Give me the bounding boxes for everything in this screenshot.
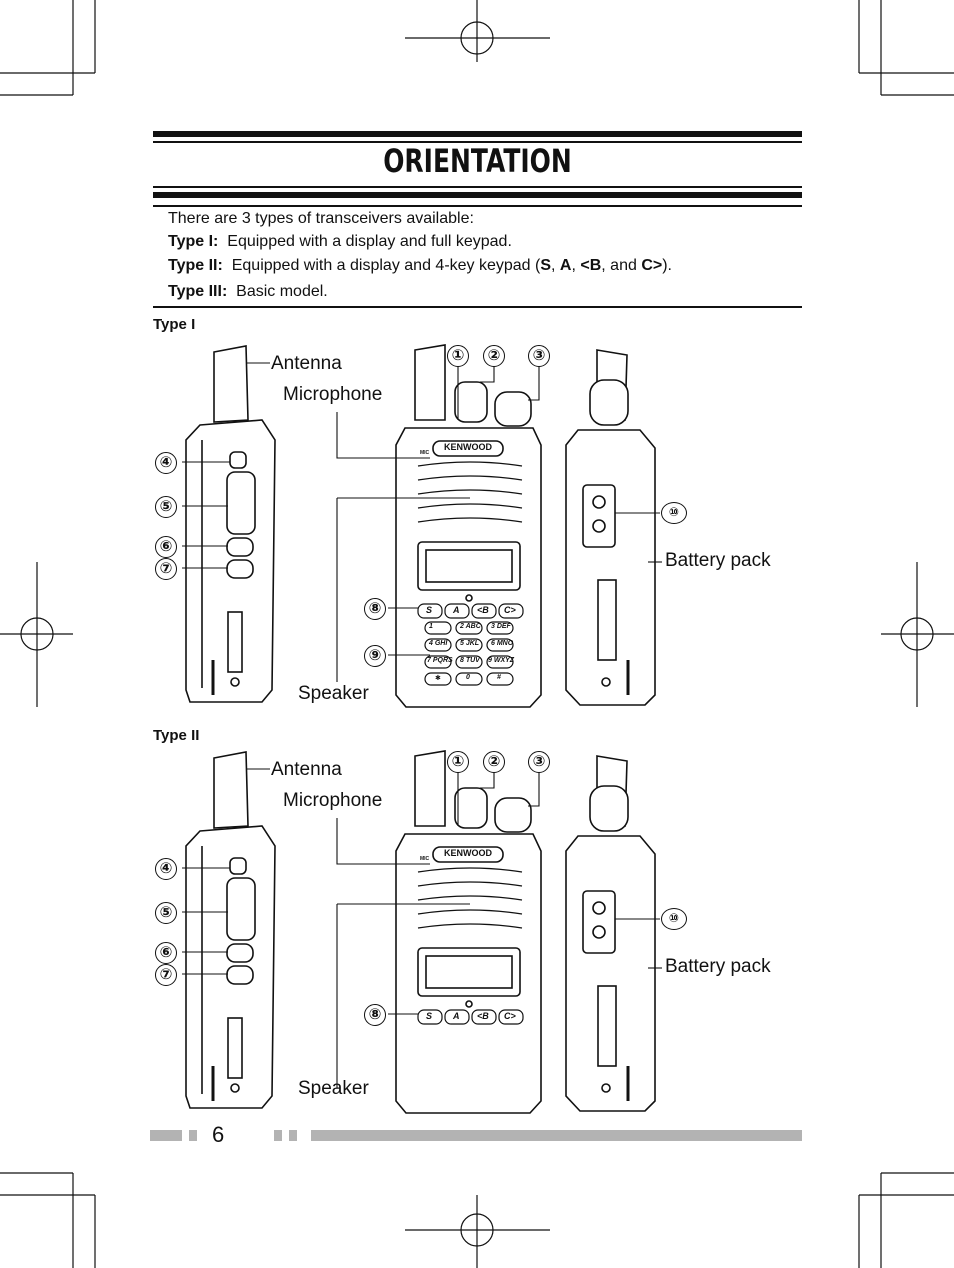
key-0: 0 (466, 674, 470, 681)
label-battery-pack: Battery pack (665, 550, 771, 571)
key-2: 2 ABC (460, 623, 481, 630)
callout-4: ④ (155, 452, 177, 474)
type2-text: Equipped with a display and 4-key keypad… (231, 257, 541, 274)
section-heading-type1: Type I (153, 316, 196, 333)
label-microphone: Microphone (283, 790, 383, 811)
key-5: 5 JKL (460, 640, 480, 647)
key-1: 1 (429, 623, 433, 630)
callout-9: ⑨ (364, 645, 386, 667)
label-microphone: Microphone (283, 384, 383, 405)
key-star: ✱ (435, 675, 441, 682)
intro-rule-top (153, 205, 802, 207)
callout-2: ② (483, 751, 505, 773)
page-number: 6 (212, 1122, 225, 1147)
callout-2: ② (483, 345, 505, 367)
callout-6: ⑥ (155, 942, 177, 964)
mic-mark: MIC (420, 856, 430, 862)
type1-text: Equipped with a display and full keypad. (227, 233, 512, 250)
key-7: 7 PQRS (427, 657, 453, 664)
callout-10: ⑩ (661, 908, 687, 930)
key-b: <B (580, 257, 602, 274)
type1-description: Type I: Equipped with a display and full… (168, 234, 512, 250)
callout-8: ⑧ (364, 598, 386, 620)
key-9: 9 WXYZ (488, 657, 515, 664)
title-rule-top-thick (153, 131, 802, 137)
callout-3: ③ (528, 751, 550, 773)
key-hash: # (497, 674, 501, 681)
footer-bar-segment (189, 1130, 197, 1141)
mic-mark: MIC (420, 450, 430, 456)
callout-8: ⑧ (364, 1004, 386, 1026)
key-4: 4 GHI (429, 640, 448, 647)
brand-logo: KENWOOD (444, 442, 492, 452)
intro-line: There are 3 types of transceivers availa… (168, 210, 474, 227)
label-speaker: Speaker (298, 1078, 369, 1099)
callout-7: ⑦ (155, 558, 177, 580)
callout-5: ⑤ (155, 902, 177, 924)
title-rule-top-thin (153, 141, 802, 143)
callout-1: ① (447, 751, 469, 773)
key-s: S (540, 257, 552, 274)
key-label-s: S (426, 605, 433, 615)
type3-description: Type III: Basic model. (168, 284, 328, 300)
type2-sep: , and (601, 257, 642, 274)
key-label-a: A (453, 1011, 460, 1021)
type2-description: Type II: Equipped with a display and 4-k… (168, 258, 672, 274)
brand-logo: KENWOOD (444, 848, 492, 858)
callout-1: ① (447, 345, 469, 367)
footer-bar-segment (274, 1130, 282, 1141)
type3-label: Type III: (168, 283, 228, 300)
key-8: 8 TUV (460, 657, 480, 664)
key-label-b: <B (477, 605, 489, 615)
type2-sep: , (571, 257, 581, 274)
callout-7: ⑦ (155, 964, 177, 986)
footer-bar-long (311, 1130, 802, 1141)
footer-bar-segment (289, 1130, 297, 1141)
intro-rule-bottom (153, 306, 802, 308)
type2-end: ). (662, 257, 672, 274)
label-battery-pack: Battery pack (665, 956, 771, 977)
type2-label: Type II: (168, 257, 223, 274)
callout-4: ④ (155, 858, 177, 880)
type2-sep: , (551, 257, 560, 274)
label-antenna: Antenna (271, 759, 342, 780)
title-rule-bottom-thin (153, 186, 802, 188)
key-6: 6 MNO (491, 640, 514, 647)
callout-6: ⑥ (155, 536, 177, 558)
key-c: C> (641, 257, 663, 274)
callout-3: ③ (528, 345, 550, 367)
key-a: A (559, 257, 572, 274)
type1-label: Type I: (168, 233, 219, 250)
section-heading-type2: Type II (153, 727, 200, 744)
title-rule-bottom-thick (153, 192, 802, 198)
key-label-a: A (453, 605, 460, 615)
callout-5: ⑤ (155, 496, 177, 518)
label-antenna: Antenna (271, 353, 342, 374)
key-label-c: C> (504, 1011, 516, 1021)
key-label-c: C> (504, 605, 516, 615)
key-3: 3 DEF (491, 623, 511, 630)
footer-bar-segment (150, 1130, 182, 1141)
key-label-b: <B (477, 1011, 489, 1021)
key-label-s: S (426, 1011, 433, 1021)
page-title: ORIENTATION (383, 142, 572, 180)
callout-10: ⑩ (661, 502, 687, 524)
label-speaker: Speaker (298, 683, 369, 704)
type3-text: Basic model. (236, 283, 328, 300)
